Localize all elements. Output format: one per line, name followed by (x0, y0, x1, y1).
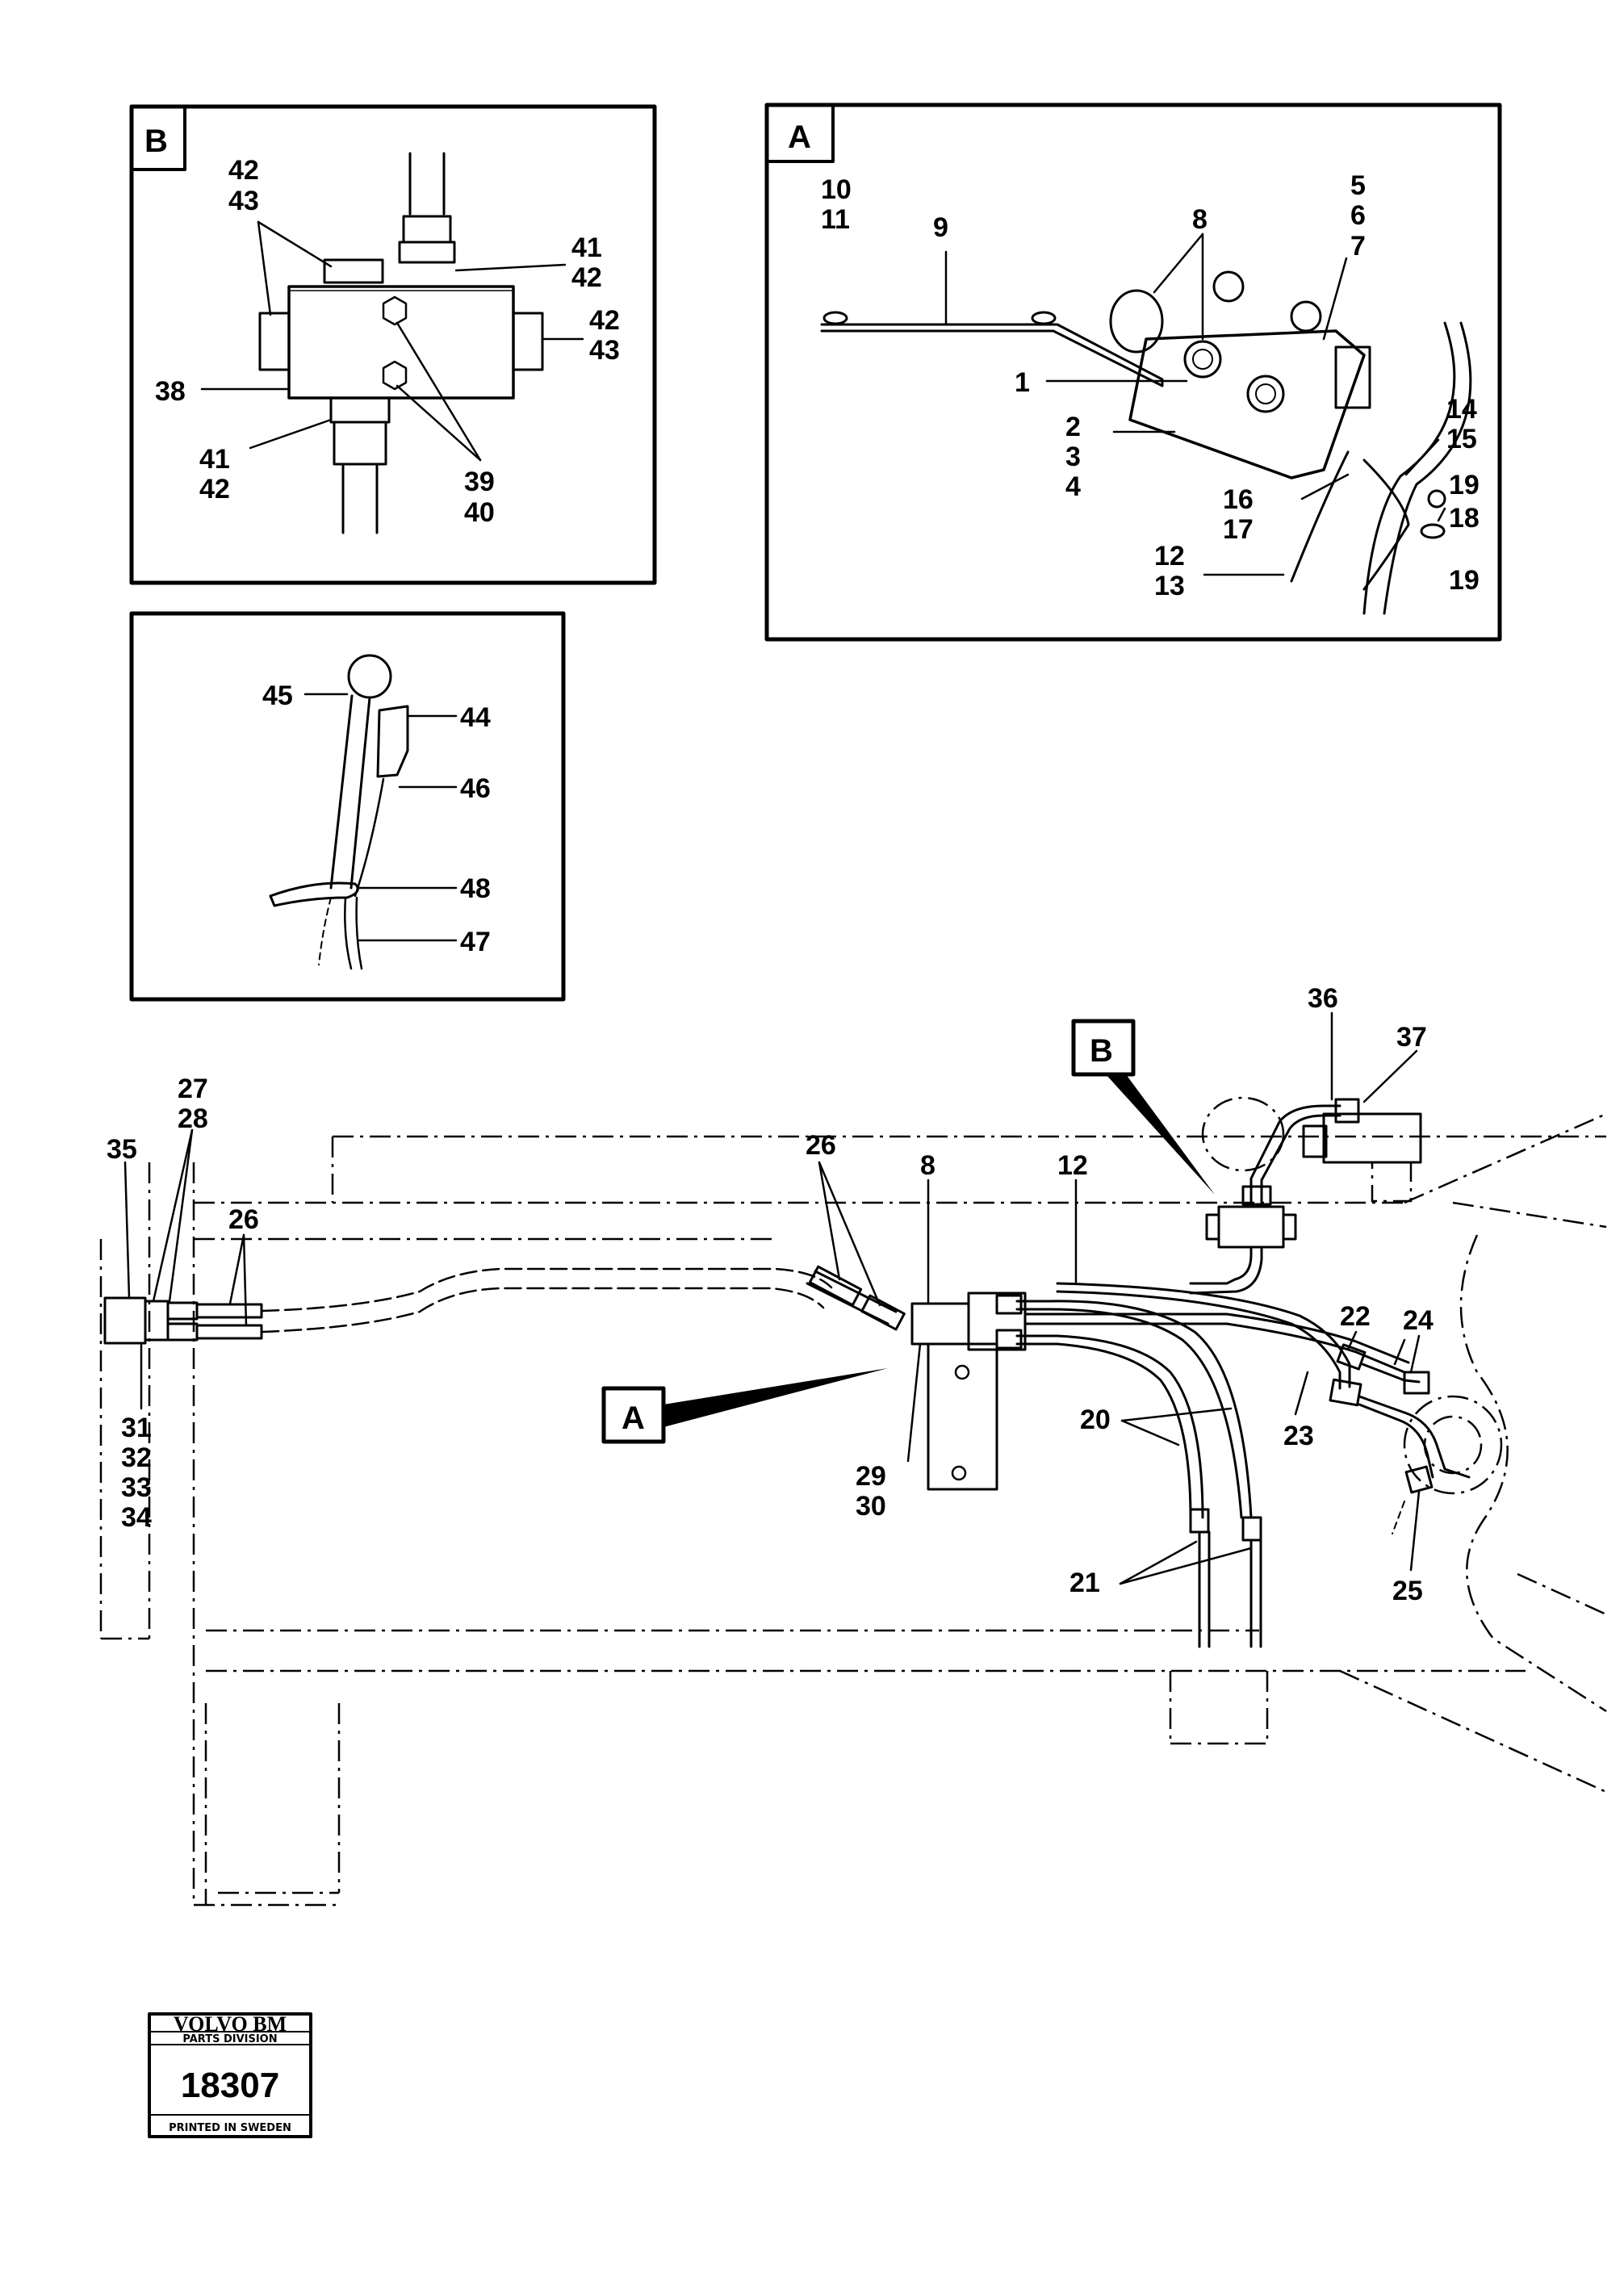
label-a-5: 5 (1350, 170, 1366, 201)
label-main-28: 28 (178, 1103, 208, 1134)
detail-a-tag: A (788, 119, 811, 155)
label-a-17: 17 (1223, 514, 1254, 545)
label-a-16: 16 (1223, 484, 1254, 515)
label-b-42-side: 42 (589, 305, 620, 336)
label-a-18: 18 (1449, 503, 1480, 534)
label-main-30: 30 (856, 1491, 886, 1522)
label-main-35: 35 (107, 1134, 137, 1165)
logo-printed: PRINTED IN SWEDEN (169, 2122, 291, 2134)
label-main-31: 31 (121, 1413, 152, 1443)
label-c-47: 47 (460, 927, 491, 957)
label-a-4: 4 (1065, 471, 1081, 502)
logo-division: PARTS DIVISION (182, 2033, 277, 2045)
logo-number: 18307 (181, 2066, 279, 2105)
label-main-20: 20 (1080, 1405, 1111, 1435)
label-main-25: 25 (1392, 1576, 1423, 1606)
label-b-38: 38 (155, 376, 186, 407)
label-main-29: 29 (856, 1461, 886, 1492)
detail-c-panel: 45 44 46 48 47 (129, 611, 566, 1002)
label-a-6: 6 (1350, 200, 1366, 231)
label-c-46: 46 (460, 773, 491, 804)
label-main-22: 22 (1340, 1301, 1371, 1332)
label-a-19-lower: 19 (1449, 565, 1480, 596)
detail-a-panel: A 10 11 9 8 5 (764, 103, 1502, 642)
callout-b-tag: B (1090, 1033, 1113, 1069)
volvo-bm-logo: VOLVO BM PARTS DIVISION 18307 PRINTED IN… (148, 2012, 312, 2138)
detail-b-tag: B (144, 123, 168, 159)
label-a-1: 1 (1015, 367, 1030, 398)
label-main-26-left: 26 (228, 1204, 259, 1235)
label-b-41-bottom: 41 (199, 444, 230, 475)
label-a-15: 15 (1446, 424, 1477, 454)
label-b-41-right: 41 (571, 232, 602, 263)
label-a-9: 9 (933, 212, 948, 243)
label-main-8: 8 (920, 1150, 935, 1181)
label-a-14: 14 (1446, 394, 1477, 425)
label-a-10: 10 (821, 174, 852, 205)
label-main-34: 34 (121, 1502, 152, 1533)
label-c-45: 45 (262, 680, 293, 711)
logo-brand: VOLVO BM (174, 2012, 287, 2036)
label-a-11: 11 (821, 204, 850, 235)
label-main-21: 21 (1069, 1568, 1100, 1598)
label-a-3: 3 (1065, 442, 1081, 472)
label-b-42-top: 42 (228, 155, 259, 186)
main-assembly-view: A B 36 37 27 28 35 26 26 8 (99, 983, 1607, 1907)
label-a-7: 7 (1350, 231, 1366, 262)
label-c-48: 48 (460, 873, 491, 904)
label-b-43-side: 43 (589, 335, 620, 366)
label-b-39: 39 (464, 467, 495, 497)
label-main-26-right: 26 (806, 1130, 836, 1161)
label-a-19-upper: 19 (1449, 470, 1480, 500)
detail-b-panel: B 42 43 41 42 42 43 38 (129, 104, 657, 585)
label-main-33: 33 (121, 1472, 152, 1503)
label-b-40: 40 (464, 497, 495, 528)
label-main-23: 23 (1283, 1421, 1314, 1451)
label-a-2: 2 (1065, 412, 1081, 442)
label-a-8: 8 (1192, 204, 1208, 235)
label-main-37: 37 (1396, 1022, 1427, 1053)
label-main-12: 12 (1057, 1150, 1088, 1181)
label-c-44: 44 (460, 702, 491, 733)
label-b-43-top: 43 (228, 186, 259, 216)
label-main-36: 36 (1308, 983, 1338, 1014)
label-main-27: 27 (178, 1074, 208, 1104)
callout-a-tag: A (622, 1400, 645, 1436)
label-b-42-right: 42 (571, 262, 602, 293)
label-main-32: 32 (121, 1442, 152, 1473)
label-a-13: 13 (1154, 571, 1185, 601)
label-b-42-bottom: 42 (199, 474, 230, 504)
label-a-12: 12 (1154, 541, 1185, 571)
label-main-24: 24 (1403, 1305, 1434, 1336)
